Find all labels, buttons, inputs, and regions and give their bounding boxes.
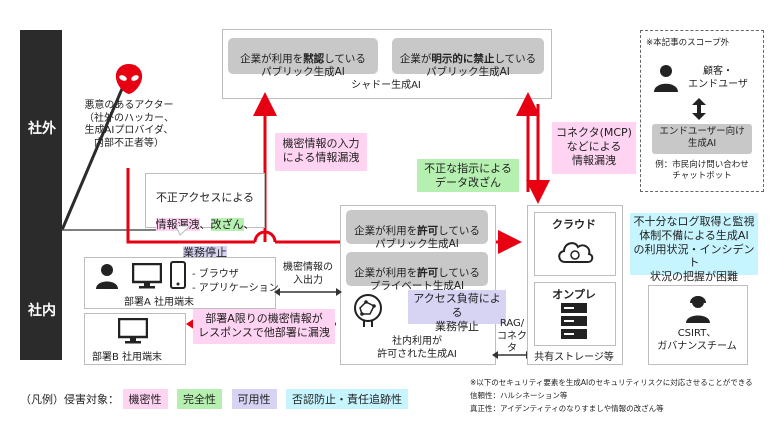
ai-brain-icon [354, 294, 382, 327]
double-arrow-icon [692, 98, 706, 120]
dept-a-label: 部署A 社用端末 [124, 297, 195, 308]
zone-outside-label: 社外 [28, 121, 56, 137]
attacker-label: 悪意のあるアクター （社外のハッカー、 生成AIプロバイダ、 内部不正者等） [84, 100, 174, 149]
zone-divider [60, 30, 170, 231]
legend-availability: 可用性 [231, 389, 277, 409]
csirt-label: CSIRT、 ガバナンスチーム [657, 328, 737, 352]
legend-prefix: （凡例）侵害対象： [20, 393, 119, 406]
callout-logging: 不十分なログ取得と監視 体制不備による生成AI の利用状況・インシデント 状況の… [630, 213, 758, 283]
storage-label: 共有ストレージ等 [534, 352, 614, 363]
legend-confidentiality: 機密性 [122, 389, 168, 409]
monitor-icon [132, 263, 162, 289]
user-icon [96, 264, 118, 289]
dept-a-box [84, 257, 276, 309]
callout-tail [176, 226, 190, 236]
legend-accountability: 否認防止・責任追跡性 [286, 389, 408, 409]
zone-band [20, 30, 62, 360]
callout-leak-input: 機密情報の入力 による情報漏洩 [275, 133, 367, 171]
shadow-ai-title: シャドー生成AI [351, 80, 421, 91]
io-label: 機密情報の 入出力 [283, 262, 333, 286]
rag-arrow [492, 351, 532, 359]
note-1: ※以下のセキュリティ要素を生成AIのセキュリティリスクに対応させることができる [470, 378, 753, 387]
scope-out-box [640, 30, 764, 192]
headset-user-icon [686, 296, 710, 323]
callout-dept-leak: 部署A限りの機密情報が レスポンスで他部署に漏洩 [193, 309, 335, 344]
dept-b-label: 部署B 社用端末 [92, 352, 163, 363]
attacker-risk-callout: 不正アクセスによる 情報漏洩、改ざん、 業務停止 [145, 173, 265, 259]
note-2: 信頼性：ハルシネーション等 [470, 391, 568, 400]
note-3: 真正性：アイデンティティのなりすましや情報の改ざん等 [470, 404, 664, 413]
dept-a-item-browser: - ブラウザ [192, 269, 239, 280]
customer-icon [654, 65, 678, 92]
server-icon [561, 303, 587, 339]
onprem-label: オンプレ [552, 288, 596, 301]
approved-ai-label: 社内利用が 許可された生成AI [377, 336, 457, 360]
callout-connector-leak: コネクタ(MCP) などによる 情報漏洩 [552, 122, 636, 174]
scope-example: 例：市民向け問い合わせ チャットボット [655, 160, 749, 181]
scope-customer: 顧客・ エンドユーザ [688, 66, 748, 90]
shadow-ai-implicit: 企業が利用を黙認している パブリック生成AI [228, 38, 378, 78]
legend-integrity: 完全性 [177, 389, 222, 409]
io-arrow [274, 288, 342, 296]
rag-label: RAG/ コネクタ [497, 318, 527, 354]
approved-public-ai: 企業が利用を許可している パブリック生成AI [346, 210, 488, 250]
scope-service: エンドユーザー向け 生成AI [652, 124, 752, 154]
shadow-ai-prohibited: 企業が明示的に禁止している パブリック生成AI [392, 38, 544, 78]
cloud-label: クラウド [552, 218, 596, 231]
callout-access-load: アクセス負荷による 業務停止 [408, 290, 506, 333]
scope-title: ※本記事のスコープ外 [646, 38, 730, 48]
zone-inside-label: 社内 [28, 303, 56, 319]
dept-a-item-app: - アプリケーション [192, 283, 279, 294]
approved-private-ai: 企業が利用を許可している プライベート生成AI [346, 252, 488, 292]
callout-bad-instruction: 不正な指示による データ改ざん [417, 159, 519, 192]
legend: （凡例）侵害対象： 機密性 完全性 可用性 否認防止・責任追跡性 [20, 389, 414, 409]
cloud-icon [558, 242, 594, 263]
monitor-icon [118, 318, 148, 344]
alien-head-icon [115, 64, 143, 94]
smartphone-icon [170, 261, 186, 289]
